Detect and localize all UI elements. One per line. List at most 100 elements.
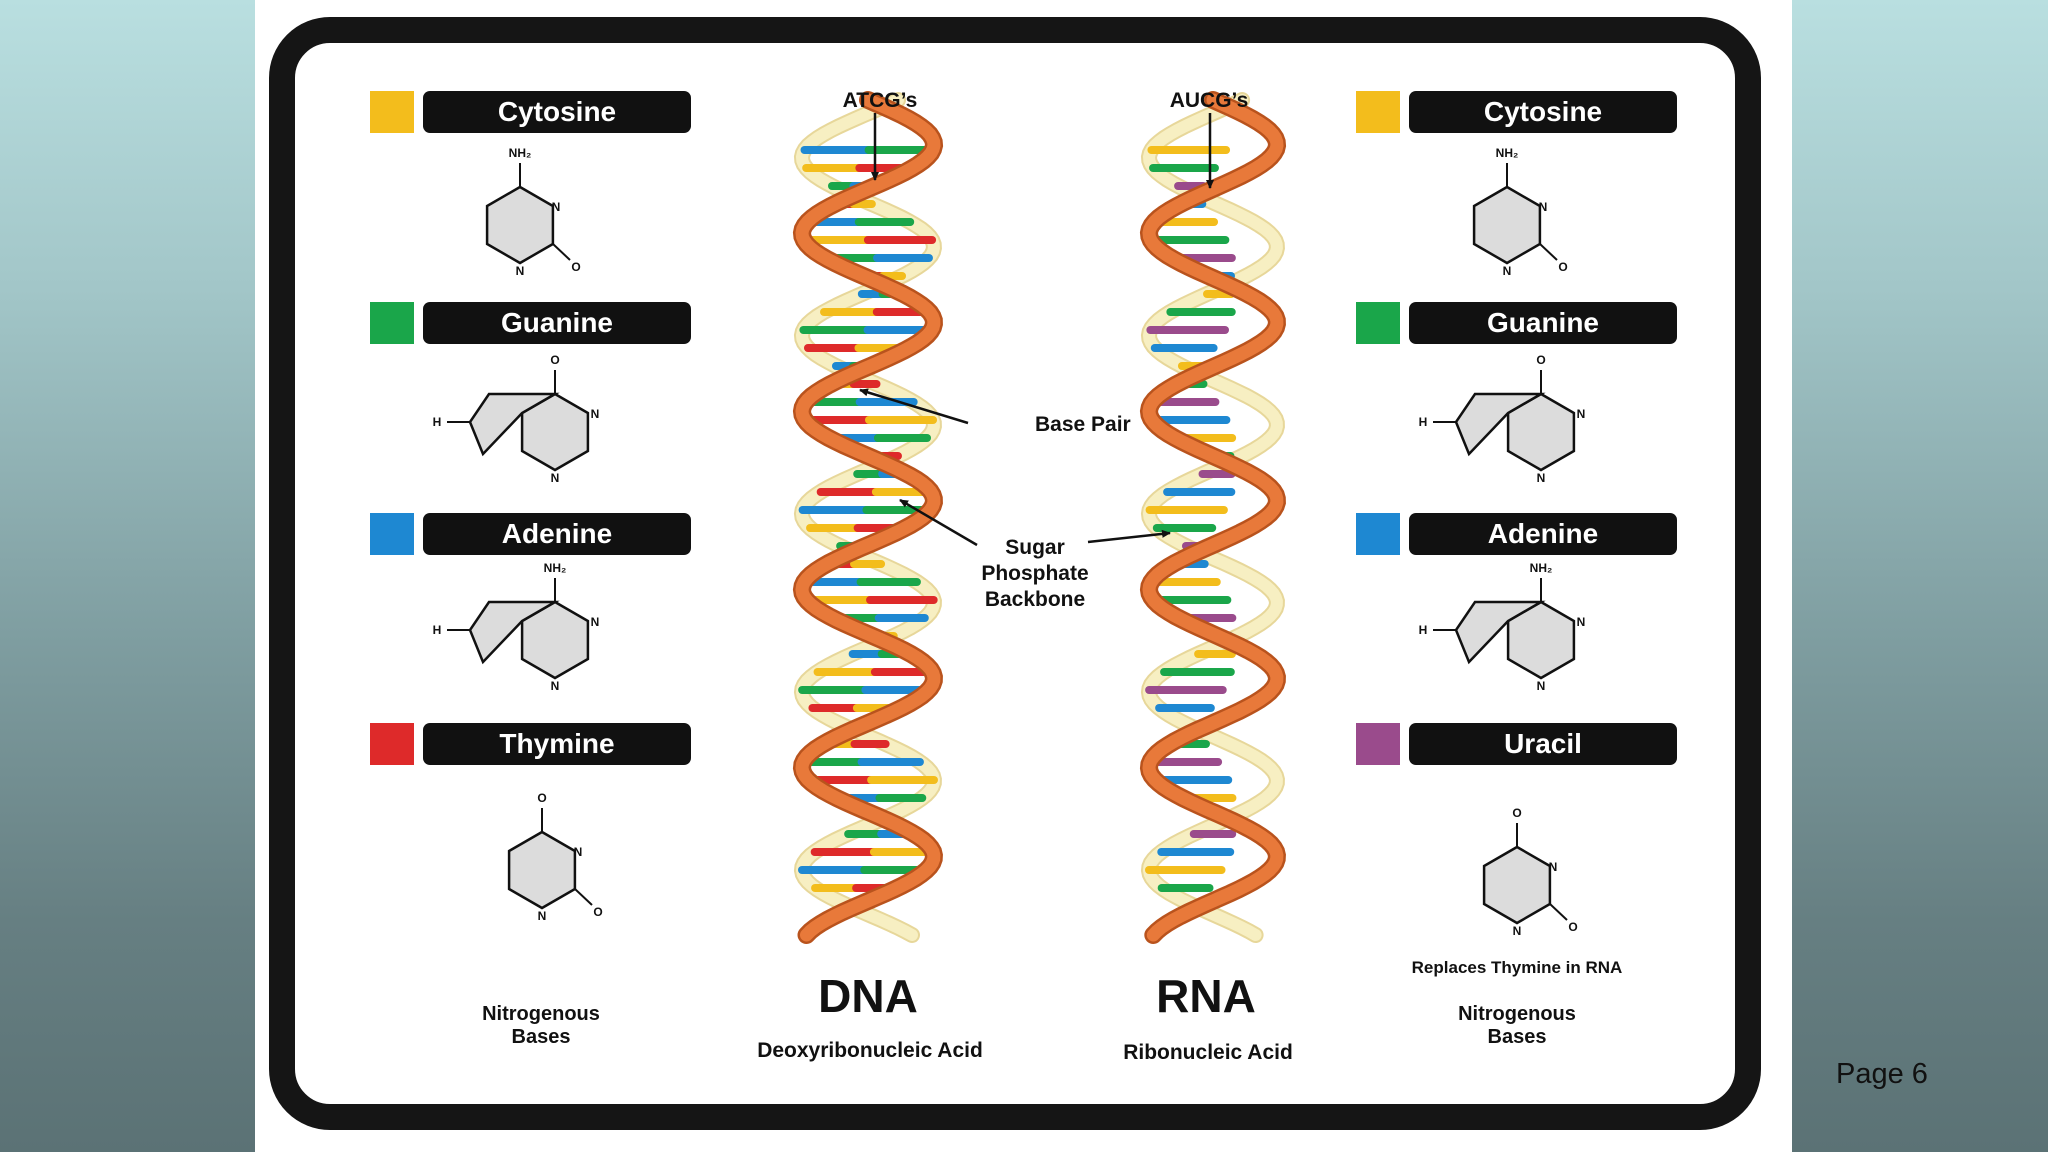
bond	[1539, 243, 1558, 261]
svg-text:H: H	[1419, 415, 1428, 429]
cytosine-molecule: NH₂ O N N	[1472, 146, 1568, 278]
svg-text:NH₂: NH₂	[1496, 146, 1519, 160]
bond	[1549, 903, 1568, 921]
svg-text:O: O	[1512, 806, 1521, 820]
rna-subtitle: Ribonucleic Acid	[1123, 1041, 1293, 1064]
uracil-label: Uracil	[1504, 728, 1582, 759]
adenine-swatch	[1356, 513, 1400, 555]
cytosine-label-bar	[1409, 91, 1677, 133]
adenine-molecule: NH₂ H N N	[433, 561, 600, 693]
svg-text:N: N	[551, 679, 560, 693]
cytosine-label-bar	[423, 91, 691, 133]
front-strand	[795, 93, 941, 942]
svg-text:H: H	[433, 623, 442, 637]
thymine-label-bar	[423, 723, 691, 765]
svg-text:N: N	[552, 200, 561, 214]
purine-five-ring	[468, 392, 560, 457]
guanine-label: Guanine	[1487, 307, 1599, 338]
svg-text:N: N	[1503, 264, 1512, 278]
uracil-swatch	[1356, 723, 1400, 765]
cytosine-label: Cytosine	[498, 96, 616, 127]
guanine-molecule: O H N N	[1419, 353, 1586, 485]
dna-title: DNA	[818, 970, 918, 1022]
guanine-swatch	[1356, 302, 1400, 344]
page-number: Page 6	[1836, 1058, 1928, 1090]
svg-text:NH₂: NH₂	[544, 561, 567, 575]
svg-text:N: N	[574, 845, 583, 859]
dna-helix	[792, 91, 944, 944]
adenine-label: Adenine	[1488, 518, 1598, 549]
sugar-arrow-dna	[899, 498, 978, 547]
back-strand	[1142, 94, 1283, 941]
base-pair-label: Base Pair	[1035, 413, 1131, 436]
svg-text:O: O	[593, 905, 602, 919]
guanine-label-bar	[1409, 302, 1677, 344]
dna-top-label: ATCG’s	[843, 89, 918, 112]
base-adenine-left: Adenine NH₂ H N N	[370, 513, 691, 693]
pyrimidine-ring	[485, 185, 555, 265]
base-cytosine-right: Cytosine NH₂ O N N	[1356, 91, 1677, 278]
base-thymine-left: Thymine O O N N	[370, 723, 691, 923]
sugar-arrow-rna	[1087, 529, 1171, 544]
bond	[574, 888, 593, 906]
purine-five-ring	[468, 600, 560, 665]
svg-text:N: N	[1537, 471, 1546, 485]
thymine-swatch	[370, 723, 414, 765]
cytosine-swatch	[370, 91, 414, 133]
svg-text:N: N	[538, 909, 547, 923]
dna-subtitle: Deoxyribonucleic Acid	[757, 1039, 983, 1062]
svg-text:N: N	[551, 471, 560, 485]
base-guanine-right: Guanine O H N N	[1356, 302, 1677, 485]
purine-five-ring	[1454, 392, 1546, 457]
rna-helix	[1139, 91, 1287, 944]
thymine-label: Thymine	[499, 728, 614, 759]
svg-text:O: O	[571, 260, 580, 274]
sugar-label-line2: Phosphate	[981, 562, 1088, 585]
svg-text:O: O	[1558, 260, 1567, 274]
svg-text:NH₂: NH₂	[509, 146, 532, 160]
right-caption-line2: Bases	[1488, 1026, 1547, 1048]
svg-text:H: H	[1419, 623, 1428, 637]
guanine-label-bar	[423, 302, 691, 344]
guanine-label: Guanine	[501, 307, 613, 338]
bond	[552, 243, 571, 261]
rna-title: RNA	[1156, 970, 1256, 1022]
adenine-label-bar	[1409, 513, 1677, 555]
uracil-note: Replaces Thymine in RNA	[1412, 958, 1623, 977]
svg-text:N: N	[1549, 860, 1558, 874]
adenine-label: Adenine	[502, 518, 612, 549]
svg-text:NH₂: NH₂	[1530, 561, 1553, 575]
cytosine-label: Cytosine	[1484, 96, 1602, 127]
guanine-swatch	[370, 302, 414, 344]
pyrimidine-ring	[1482, 845, 1552, 925]
cytosine-swatch	[1356, 91, 1400, 133]
dna-rna-diagram: Cytosine NH₂ O N N Guanine O H N N Adenine NH₂…	[269, 17, 1761, 1130]
svg-text:O: O	[1568, 920, 1577, 934]
uracil-label-bar	[1409, 723, 1677, 765]
sugar-label-line1: Sugar	[1005, 536, 1065, 559]
pyrimidine-ring	[507, 830, 577, 910]
rna-top-label: AUCG’s	[1170, 89, 1249, 112]
svg-text:N: N	[1539, 200, 1548, 214]
right-bases-column: Cytosine NH₂ O N N Guanine O H N N Adenine NH₂…	[1356, 91, 1677, 1048]
svg-text:N: N	[591, 615, 600, 629]
svg-text:O: O	[550, 353, 559, 367]
svg-text:O: O	[1536, 353, 1545, 367]
front-strand	[1142, 93, 1284, 942]
purine-five-ring	[1454, 600, 1546, 665]
svg-text:O: O	[537, 791, 546, 805]
svg-text:N: N	[1537, 679, 1546, 693]
svg-text:N: N	[1577, 407, 1586, 421]
left-caption-line1: Nitrogenous	[482, 1003, 600, 1025]
base-pair-arrow	[859, 388, 969, 425]
adenine-swatch	[370, 513, 414, 555]
